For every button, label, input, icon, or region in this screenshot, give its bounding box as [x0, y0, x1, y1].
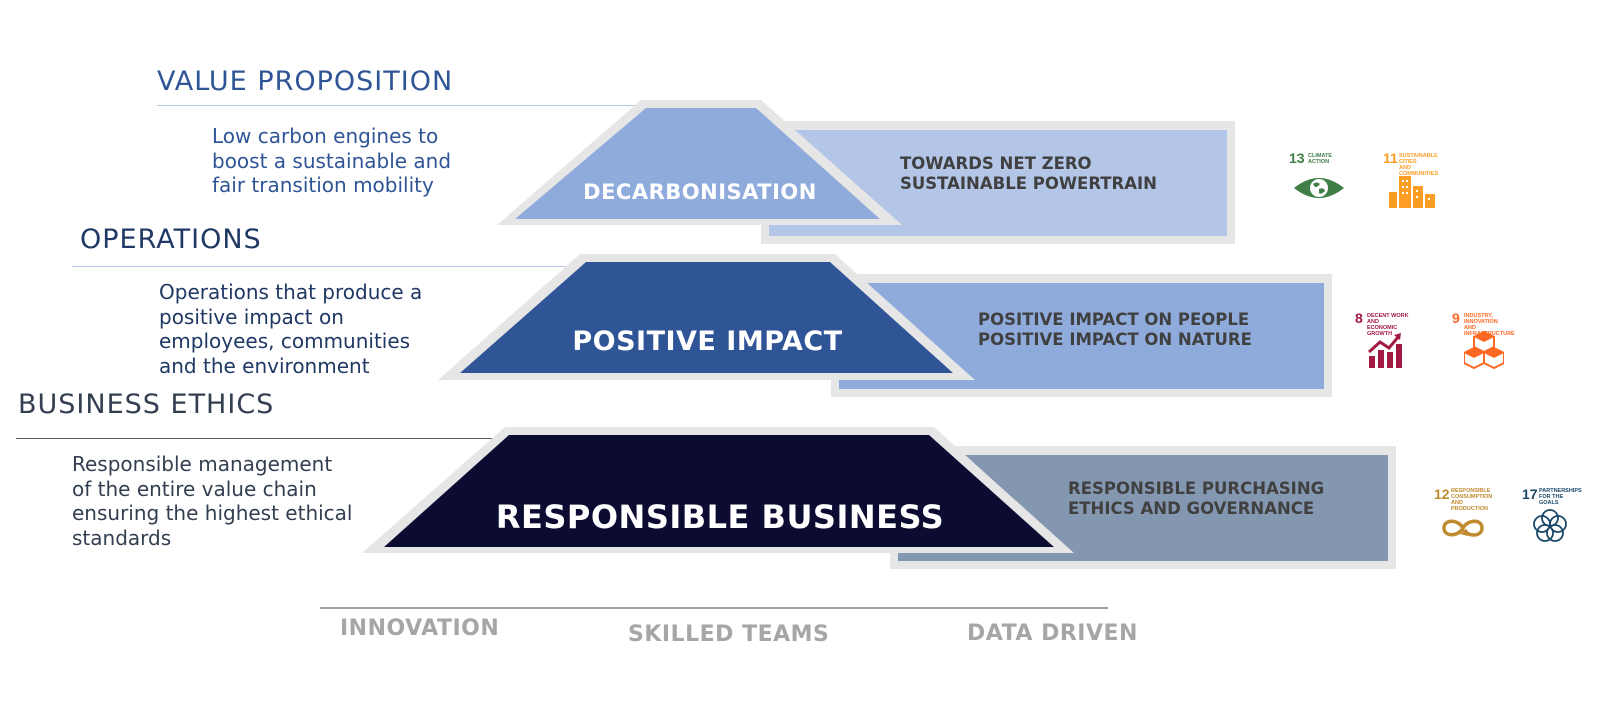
infinity-icon: [1442, 519, 1484, 537]
level-3-trapezoid: [384, 435, 1054, 547]
pillar-data-driven: DATA DRIVEN: [967, 621, 1138, 646]
level-2-label: POSITIVE IMPACT: [572, 326, 843, 357]
flower-rings-icon: [1533, 509, 1567, 542]
eye-globe-icon: [1294, 178, 1344, 198]
level-3-box-text: RESPONSIBLE PURCHASING ETHICS AND GOVERN…: [1068, 479, 1325, 518]
level-3-heading: BUSINESS ETHICS: [18, 389, 275, 420]
level-1-box-text: TOWARDS NET ZERO SUSTAINABLE POWERTRAIN: [900, 154, 1157, 193]
level-2-box-text: POSITIVE IMPACT ON PEOPLE POSITIVE IMPAC…: [978, 310, 1252, 349]
pillar-innovation: INNOVATION: [340, 616, 500, 641]
growth-chart-icon: [1367, 333, 1402, 368]
level-1-trapezoid: [515, 108, 880, 219]
level-1-rule: [157, 105, 637, 106]
level-3-description: Responsible management of the entire val…: [72, 452, 353, 550]
level-1-heading: VALUE PROPOSITION: [157, 66, 454, 97]
level-2-trapezoid: [460, 262, 953, 373]
level-2-heading: OPERATIONS: [80, 224, 262, 255]
cubes-icon: [1464, 330, 1504, 370]
level-1-description: Low carbon engines to boost a sustainabl…: [212, 124, 452, 197]
level-1-label: DECARBONISATION: [583, 180, 817, 204]
level-3-rule: [16, 438, 496, 439]
city-buildings-icon: [1389, 176, 1435, 208]
level-2-rule: [72, 266, 572, 267]
pillar-skilled-teams: SKILLED TEAMS: [628, 622, 830, 647]
level-2-description: Operations that produce a positive impac…: [159, 280, 423, 378]
level-3-label: RESPONSIBLE BUSINESS: [495, 498, 945, 536]
